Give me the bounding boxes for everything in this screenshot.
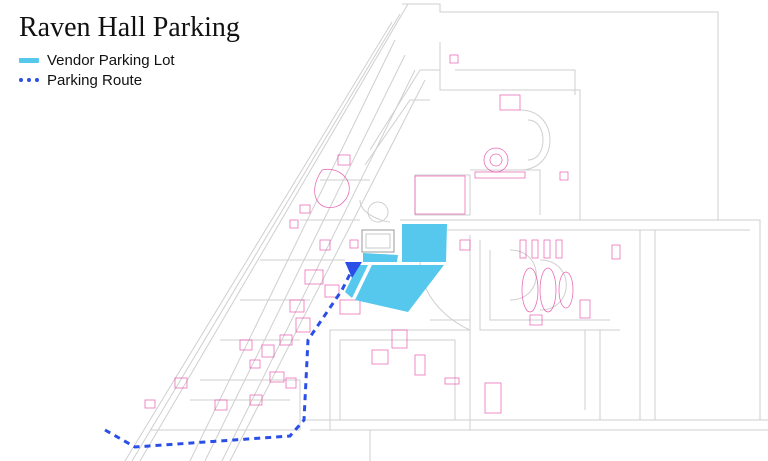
solid-line-icon — [19, 57, 39, 63]
route-arrow-icon — [345, 262, 362, 278]
map-legend: Vendor Parking Lot Parking Route — [19, 50, 175, 90]
legend-item-parking-route: Parking Route — [19, 70, 175, 90]
road-network — [124, 3, 768, 461]
dotted-line-icon — [19, 78, 39, 82]
legend-label: Vendor Parking Lot — [47, 51, 175, 69]
legend-item-vendor-lot: Vendor Parking Lot — [19, 50, 175, 70]
parking-route — [104, 262, 362, 449]
raven-hall-building — [361, 229, 395, 253]
vendor-parking-lot — [345, 224, 447, 312]
buildings — [144, 54, 621, 414]
page-title: Raven Hall Parking — [19, 12, 240, 43]
legend-label: Parking Route — [47, 71, 143, 89]
